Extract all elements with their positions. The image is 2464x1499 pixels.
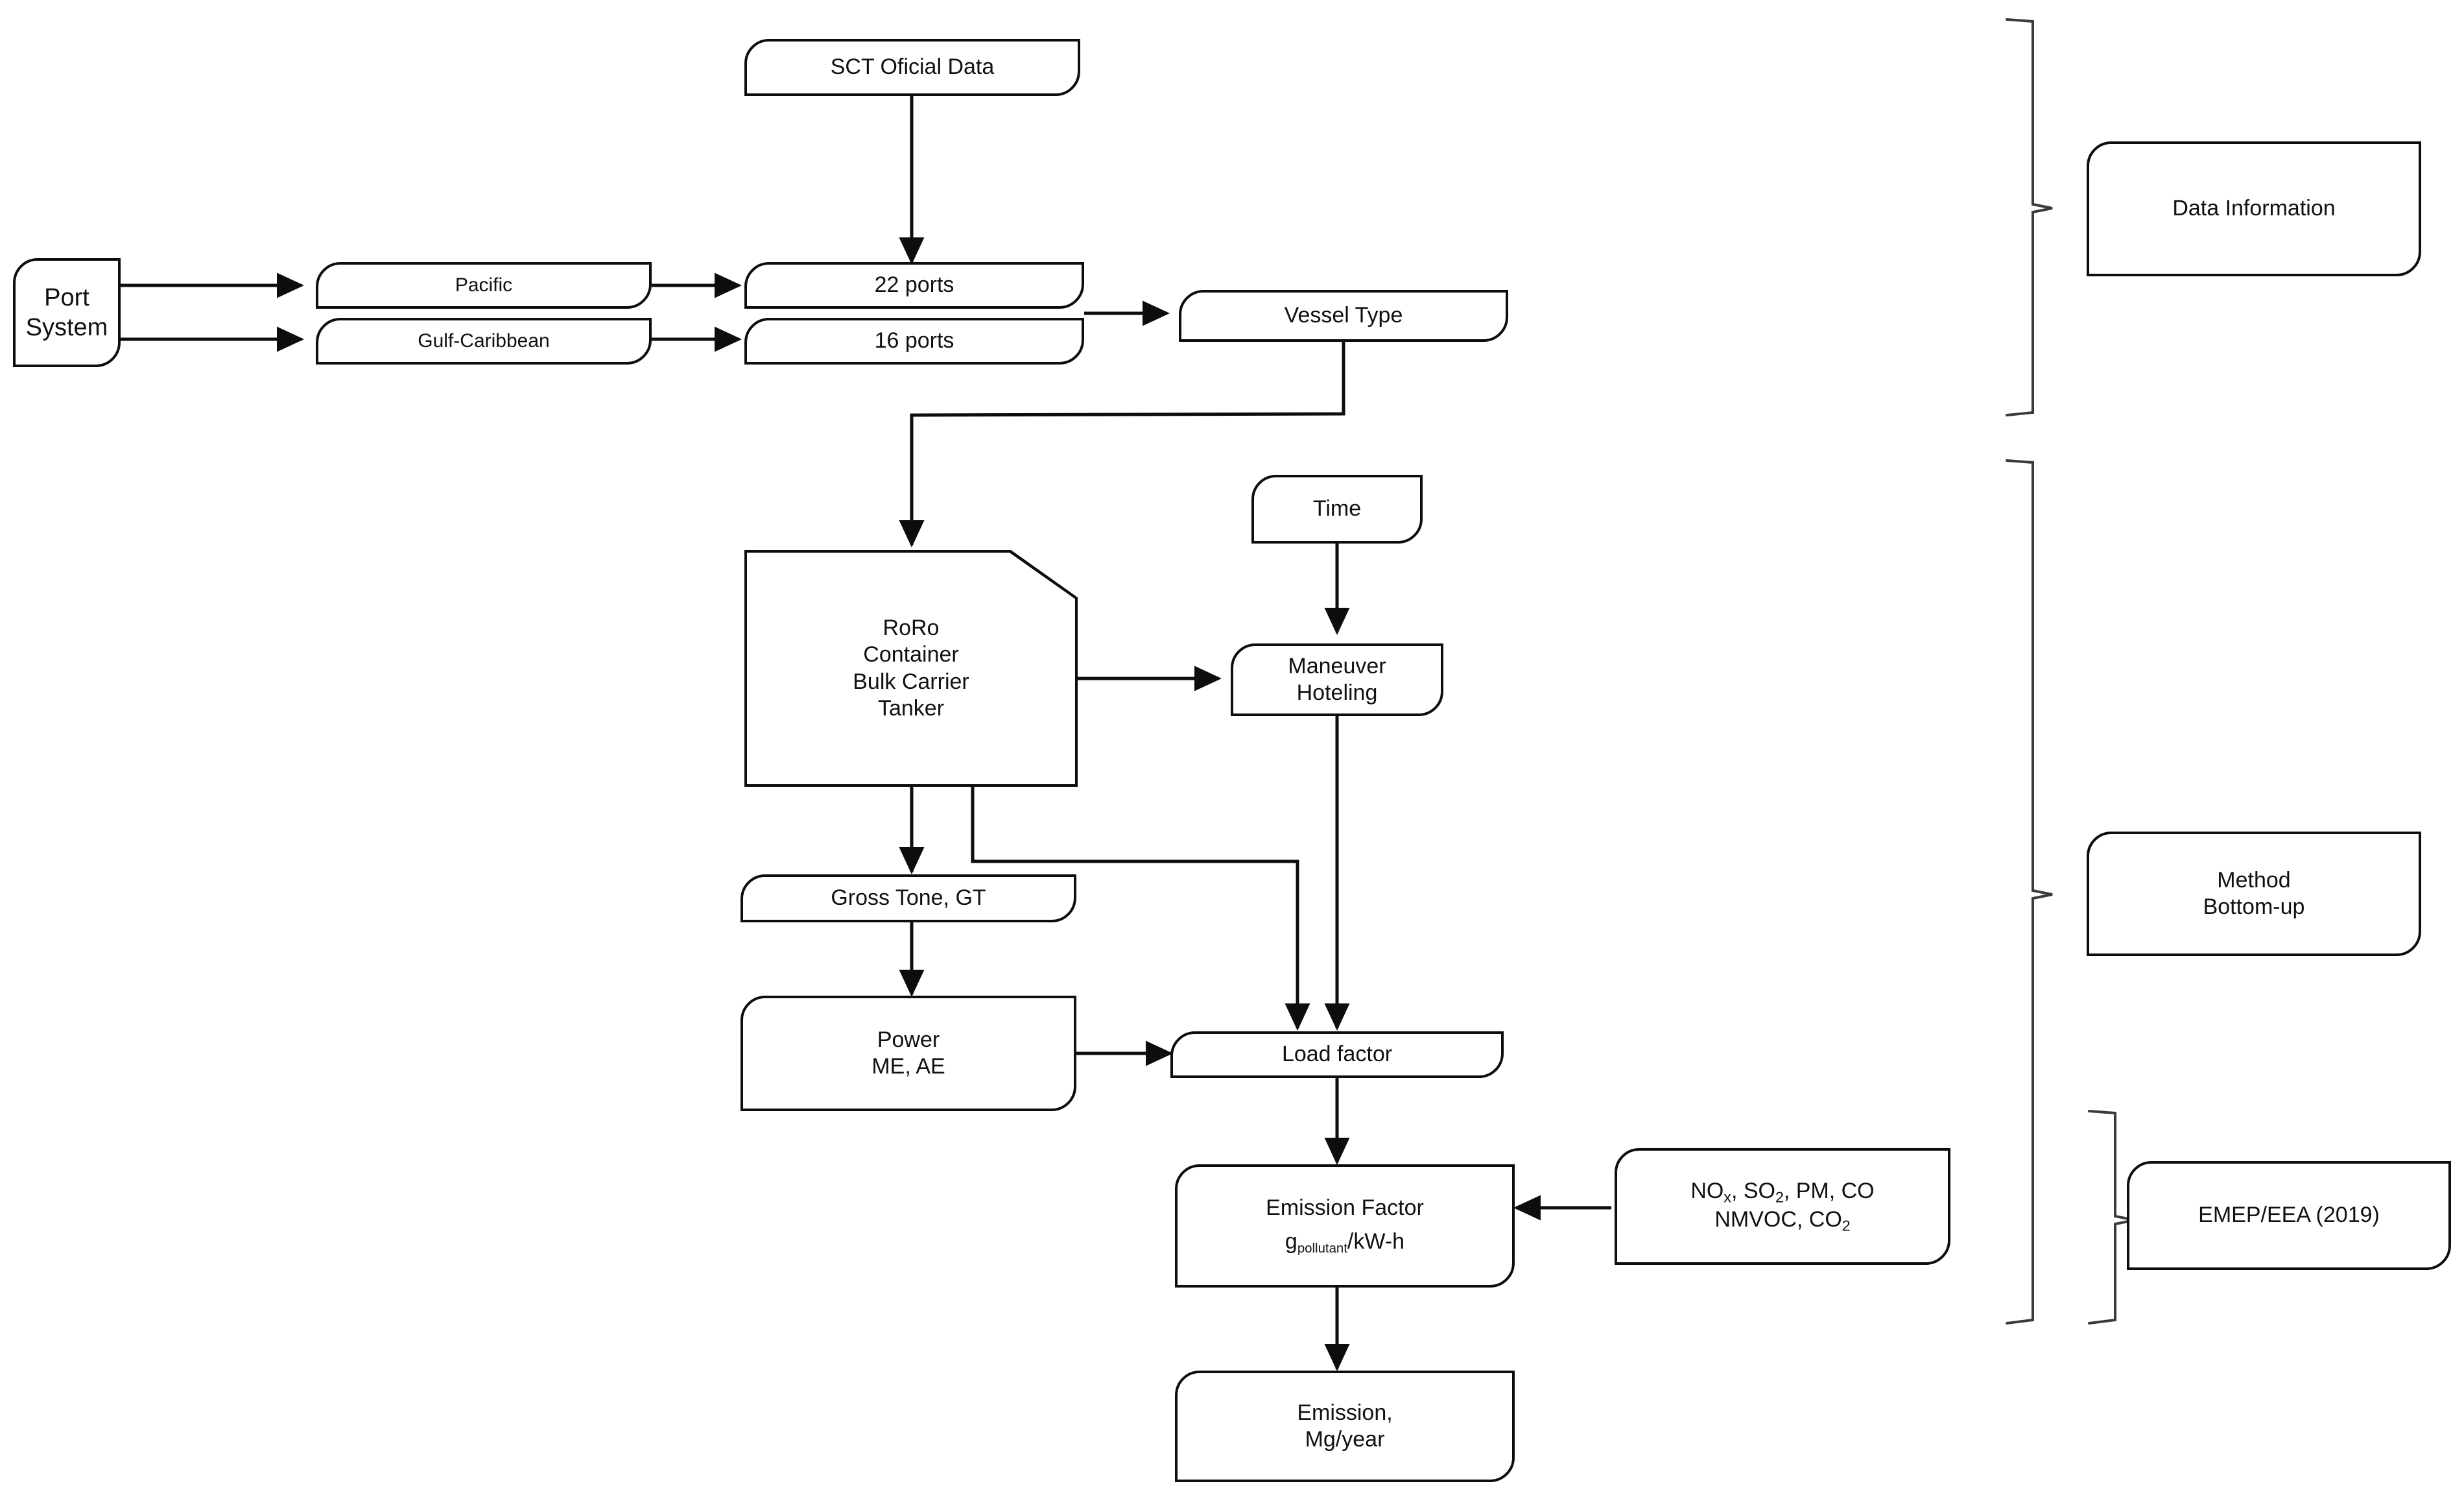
vessel-classes-text: RoRo Container Bulk Carrier Tanker — [744, 615, 1078, 723]
load-factor-label: Load factor — [1281, 1042, 1393, 1067]
power-label-line2: ME, AE — [871, 1054, 945, 1079]
pollutant-nox-sub: x — [1724, 1188, 1731, 1206]
pollutants-line1: NOx, SO2, PM, CO — [1690, 1178, 1874, 1206]
pollutants-line2: NMVOC, CO2 — [1714, 1206, 1850, 1235]
vessel-class-container: Container — [863, 642, 959, 667]
node-vessel-type[interactable]: Vessel Type — [1179, 290, 1508, 342]
node-gross-tone[interactable]: Gross Tone, GT — [740, 874, 1076, 922]
pollutant-co2-sub: 2 — [1842, 1217, 1851, 1234]
ports-16-label: 16 ports — [874, 328, 954, 354]
bracket-data-information — [2006, 18, 2053, 416]
port-system-label-line2: System — [25, 314, 108, 341]
pollutant-so2-sub: 2 — [1775, 1188, 1784, 1206]
maneuver-hoteling-label-line2: Hoteling — [1296, 680, 1378, 705]
unit-base: g — [1285, 1229, 1297, 1254]
node-gulf-caribbean[interactable]: Gulf-Caribbean — [316, 318, 652, 365]
pacific-label: Pacific — [455, 274, 513, 296]
vessel-classes-shape-fill — [747, 553, 1075, 784]
emission-factor-unit: gpollutant/kW-h — [1285, 1229, 1404, 1257]
emission-label-line1: Emission, — [1297, 1400, 1393, 1425]
vessel-class-tanker: Tanker — [877, 695, 945, 721]
sct-oficial-data-label: SCT Oficial Data — [830, 54, 995, 80]
unit-rest: /kW-h — [1347, 1229, 1405, 1254]
pollutant-so2-base: , SO — [1731, 1179, 1775, 1204]
pollutant-nox-base: NO — [1690, 1179, 1724, 1204]
maneuver-hoteling-label-line1: Maneuver — [1288, 653, 1386, 678]
time-label: Time — [1312, 496, 1362, 522]
node-time[interactable]: Time — [1251, 475, 1423, 544]
node-maneuver-hoteling[interactable]: Maneuver Hoteling — [1231, 643, 1443, 716]
gross-tone-label: Gross Tone, GT — [831, 885, 986, 911]
emission-factor-label: Emission Factor — [1266, 1195, 1424, 1221]
gulf-caribbean-label: Gulf-Caribbean — [418, 330, 550, 352]
pollutant-pm-co: , PM, CO — [1783, 1179, 1875, 1204]
pollutant-nmvoc-co2-base: NMVOC, CO — [1714, 1207, 1842, 1232]
bracket-method-bottom-up — [2006, 459, 2053, 1325]
legend-data-information[interactable]: Data Information — [2087, 141, 2421, 276]
legend-method-label-line1: Method — [2217, 867, 2291, 893]
vessel-class-bulk-carrier: Bulk Carrier — [853, 669, 969, 694]
node-sct-oficial-data[interactable]: SCT Oficial Data — [744, 39, 1080, 96]
node-pollutants[interactable]: NOx, SO2, PM, CO NMVOC, CO2 — [1615, 1148, 1950, 1265]
power-label-line1: Power — [877, 1027, 940, 1052]
port-system-label-line1: Port — [44, 283, 89, 311]
emission-label-line2: Mg/year — [1305, 1427, 1385, 1452]
legend-method-bottom-up[interactable]: Method Bottom-up — [2087, 832, 2421, 956]
vessel-class-roro: RoRo — [883, 615, 940, 640]
ports-22-label: 22 ports — [874, 272, 954, 298]
legend-data-information-label: Data Information — [2172, 196, 2336, 221]
node-vessel-classes[interactable]: RoRo Container Bulk Carrier Tanker — [744, 550, 1078, 787]
node-22-ports[interactable]: 22 ports — [744, 262, 1084, 309]
legend-reference[interactable]: EMEP/EEA (2019) — [2127, 1161, 2451, 1270]
unit-subscript: pollutant — [1297, 1241, 1347, 1256]
legend-method-label-line2: Bottom-up — [2203, 894, 2305, 919]
legend-reference-label: EMEP/EEA (2019) — [2198, 1203, 2380, 1228]
node-load-factor[interactable]: Load factor — [1170, 1031, 1504, 1078]
vessel-type-label: Vessel Type — [1284, 303, 1403, 328]
node-power[interactable]: Power ME, AE — [740, 996, 1076, 1111]
node-emission[interactable]: Emission, Mg/year — [1175, 1371, 1515, 1482]
node-emission-factor[interactable]: Emission Factor gpollutant/kW-h — [1175, 1164, 1515, 1288]
node-16-ports[interactable]: 16 ports — [744, 318, 1084, 365]
node-port-system[interactable]: Port System — [13, 258, 121, 367]
node-pacific[interactable]: Pacific — [316, 262, 652, 309]
